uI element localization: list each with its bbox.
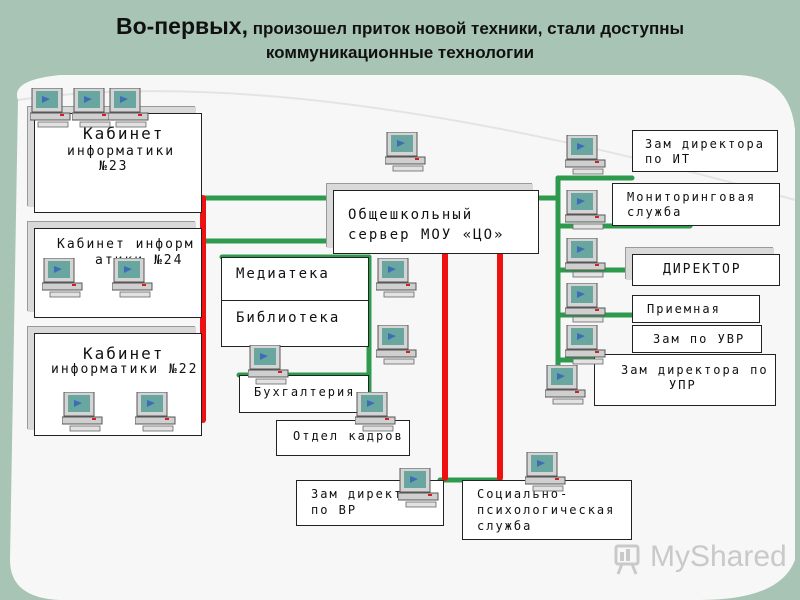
social-line2: психологическая xyxy=(477,503,616,517)
computer-icon xyxy=(248,345,289,385)
biblioteka-label: Библиотека xyxy=(236,310,341,326)
computer-icon xyxy=(355,392,396,432)
computer-icon xyxy=(565,283,606,323)
zam-it-line1: Зам директора xyxy=(645,137,765,151)
divider xyxy=(222,300,368,301)
title-line2: коммуникационные технологии xyxy=(265,43,535,62)
priemnaya-label: Приемная xyxy=(647,302,721,316)
box-zam-it: Зам директора по ИТ xyxy=(632,130,778,172)
computer-icon xyxy=(376,258,417,298)
box-monitoring: Мониторинговая служба xyxy=(612,183,780,226)
buh-label: Бухгалтерия xyxy=(254,385,356,399)
watermark-logo-icon xyxy=(614,544,640,575)
social-line3: служба xyxy=(477,519,533,533)
computer-icon xyxy=(108,88,149,128)
computer-icon xyxy=(565,190,606,230)
kab23-line1: Кабинет xyxy=(83,124,165,143)
box-priemnaya: Приемная xyxy=(632,295,760,323)
zam-upr-line2: УПР xyxy=(669,378,697,392)
box-director: ДИРЕКТОР xyxy=(632,254,780,286)
computer-icon xyxy=(62,392,103,432)
zam-vr-line2: по ВР xyxy=(311,503,358,517)
kab22-line1: Кабинет xyxy=(83,344,165,363)
box-server: Общешкольный сервер МОУ «ЦО» xyxy=(333,190,539,254)
watermark-text: MyShared xyxy=(650,540,787,573)
kab23-line2: информатики xyxy=(67,144,176,159)
computer-icon xyxy=(385,132,426,172)
director-label: ДИРЕКТОР xyxy=(663,262,742,277)
kab22-line2: информатики №22 xyxy=(51,362,199,377)
computer-icon xyxy=(112,258,153,298)
mediateka-label: Медиатека xyxy=(236,266,330,282)
zam-upr-line1: Зам директора по xyxy=(621,363,769,377)
kab23-line3: №23 xyxy=(99,159,129,174)
box-mediateka-biblioteka: Медиатека Библиотека xyxy=(221,257,369,347)
zam-uvr-label: Зам по УВР xyxy=(653,332,746,346)
kab24-line1: Кабинет информ xyxy=(57,237,195,252)
kadry-label: Отдел кадров xyxy=(293,429,404,443)
computer-icon xyxy=(565,325,606,365)
computer-icon xyxy=(565,238,606,278)
zam-it-line2: по ИТ xyxy=(645,152,692,166)
server-line2: сервер МОУ «ЦО» xyxy=(348,227,505,243)
computer-icon xyxy=(545,365,586,405)
computer-icon xyxy=(565,135,606,175)
computer-icon xyxy=(525,452,566,492)
box-zam-uvr: Зам по УВР xyxy=(632,325,762,353)
monitoring-line2: служба xyxy=(627,205,683,219)
computer-icon xyxy=(135,392,176,432)
slide-title: Во-первых, произошел приток новой техник… xyxy=(0,14,800,65)
computer-icon xyxy=(42,258,83,298)
computer-icon xyxy=(376,325,417,365)
server-line1: Общешкольный xyxy=(348,207,474,223)
red-links xyxy=(200,195,503,481)
box-zam-upr: Зам директора по УПР xyxy=(594,354,776,406)
computer-icon xyxy=(30,88,71,128)
title-line1: произошел приток новой техники, стали до… xyxy=(247,19,685,38)
monitoring-line1: Мониторинговая xyxy=(627,190,757,204)
title-bold: Во-первых, xyxy=(115,13,248,39)
computer-icon xyxy=(398,468,439,508)
